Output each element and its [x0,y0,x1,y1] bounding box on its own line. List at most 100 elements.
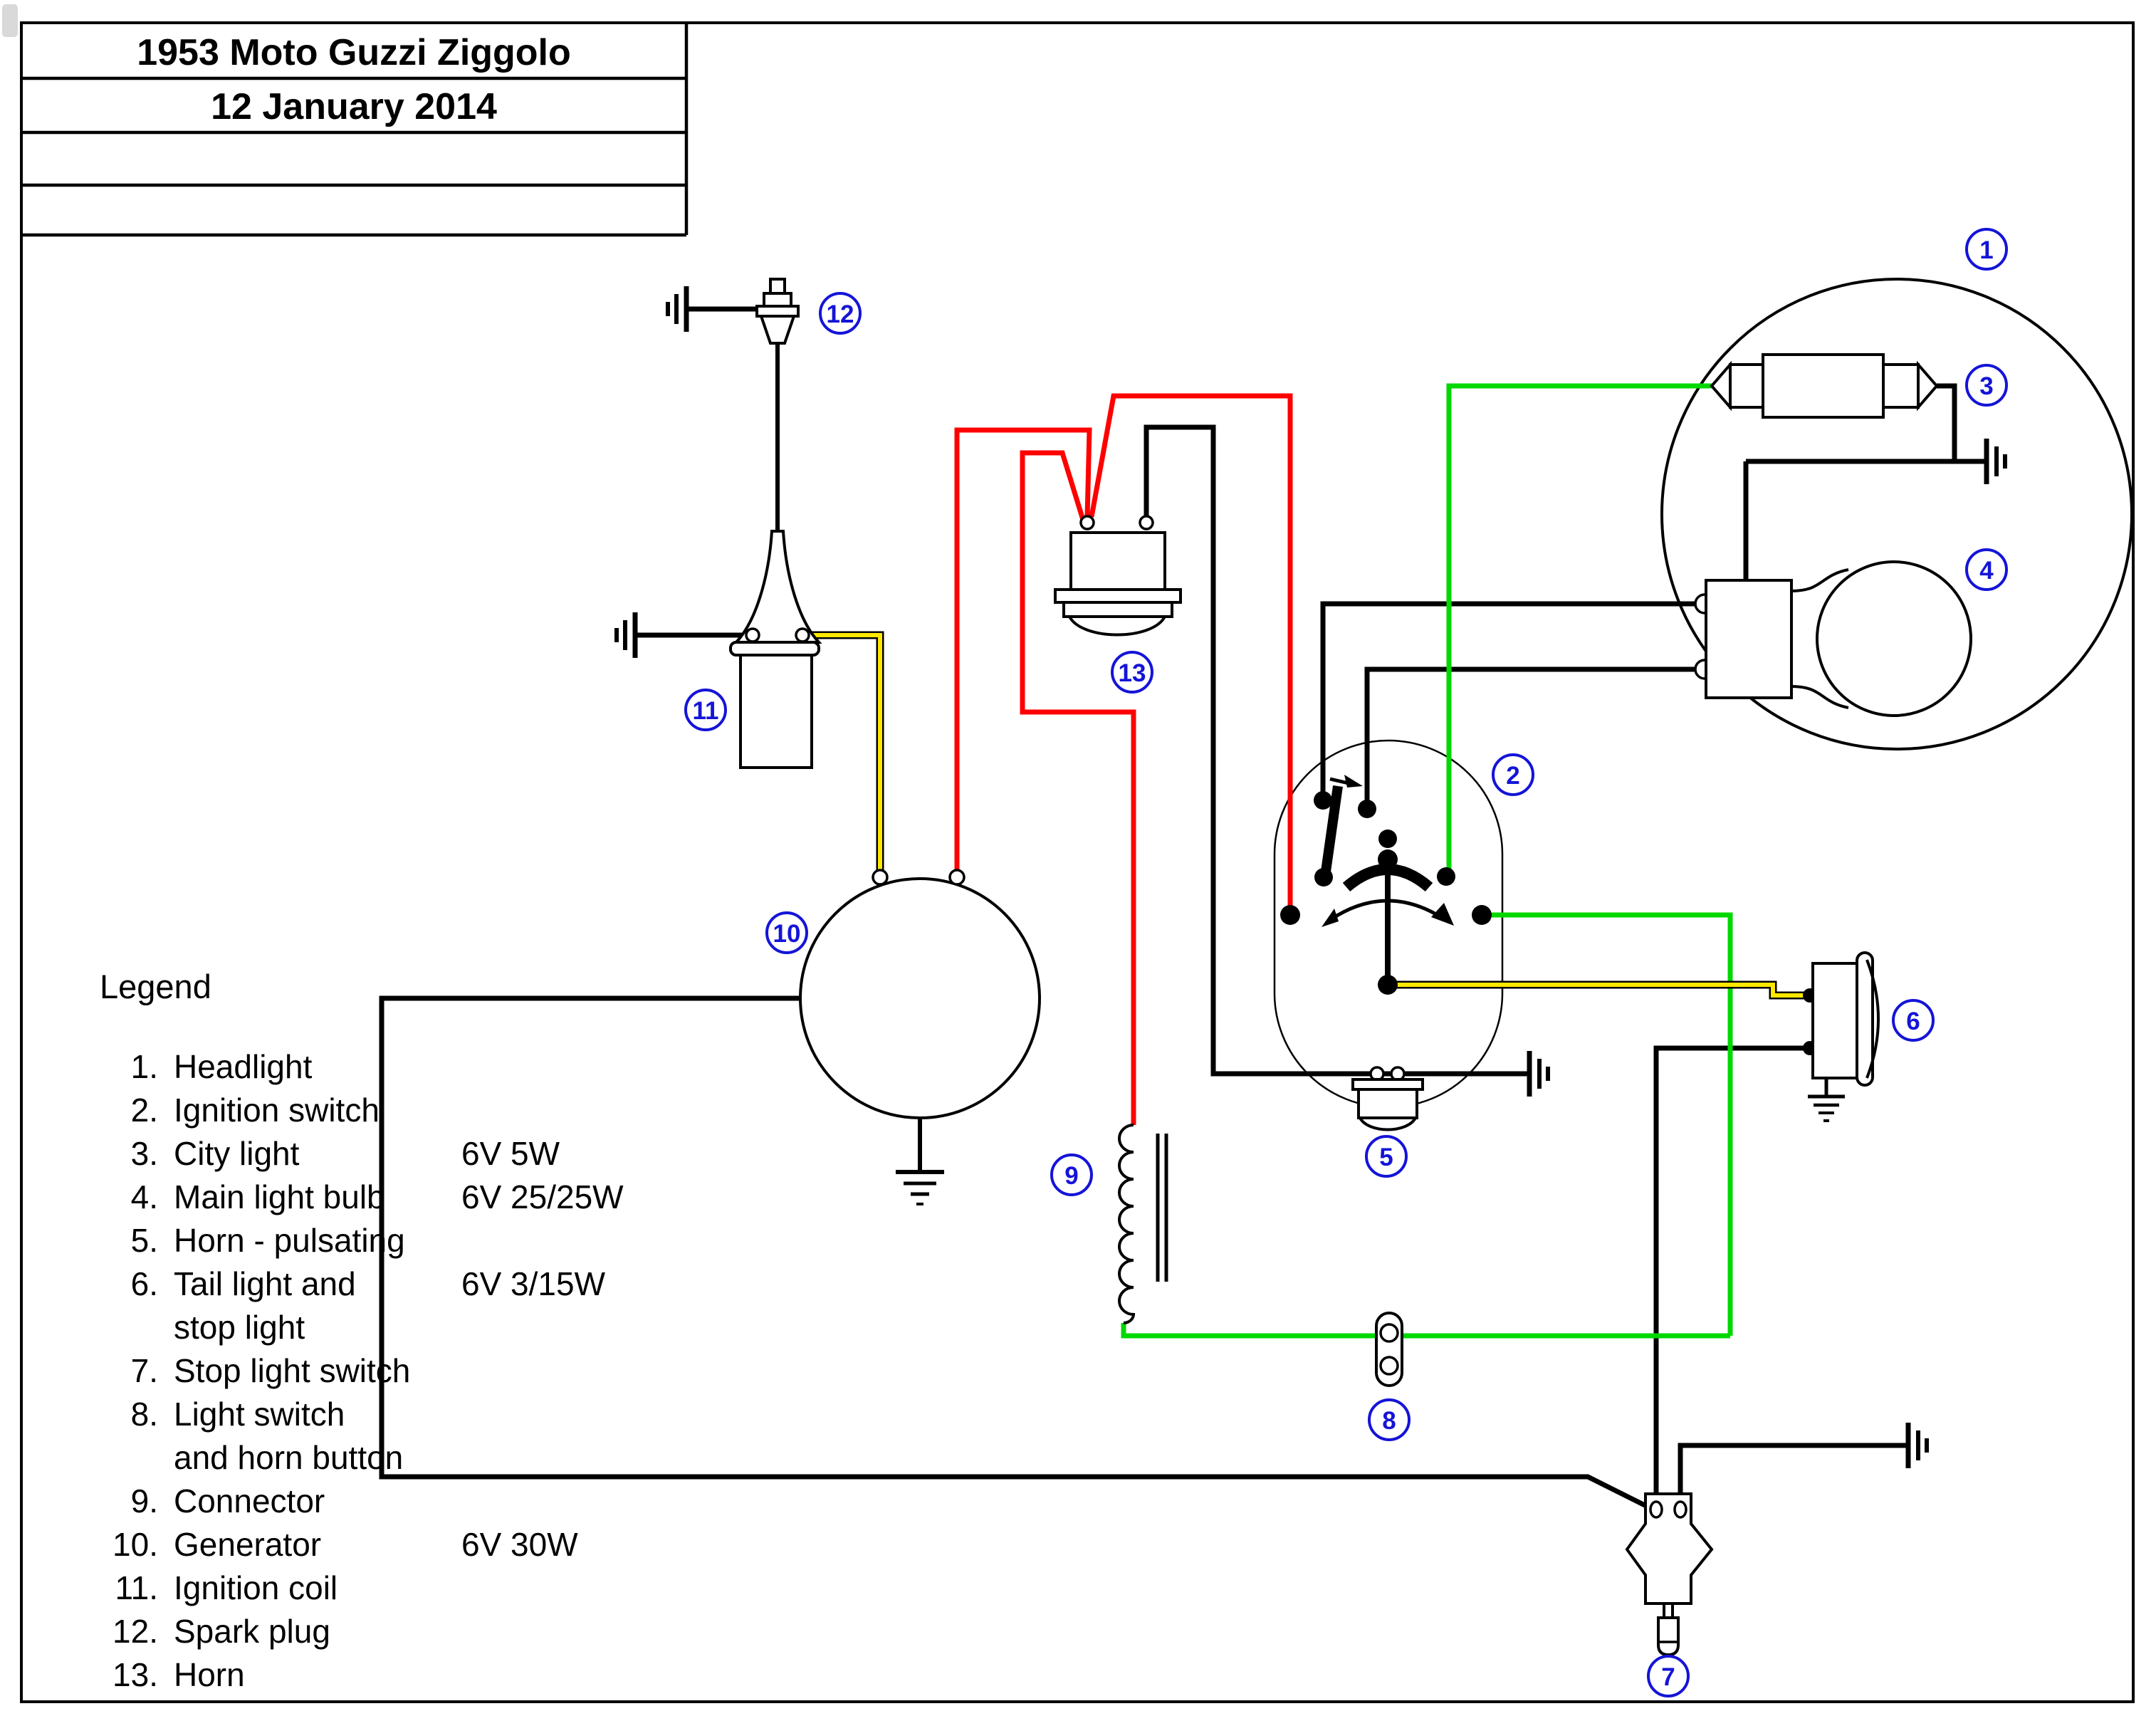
switch-rotate-arrowhead-right [1431,903,1454,926]
wire-horn-to-connector [1020,450,1136,1125]
wire-horn-to-pulsehorn-ground [1144,424,1529,1077]
legend-item-1: 1. Headlight [131,1048,313,1085]
svg-text:6V 25/25W: 6V 25/25W [461,1178,624,1215]
lightswitch-contact-top [1379,1323,1399,1343]
svg-text:13: 13 [1119,659,1146,687]
ground-generator [896,1170,944,1205]
stopswitch-terminal-left [1649,1500,1663,1519]
light-switch-horn-button [1375,1312,1403,1387]
horn [1054,515,1182,637]
city-light [1710,353,1939,419]
wire-generator-to-horn [954,427,1092,872]
svg-text:11: 11 [693,697,719,725]
yellow-wires [809,631,1804,1000]
svg-text:1: 1 [1979,236,1993,264]
ground-sparkplug [666,286,689,332]
svg-text:Horn: Horn [174,1656,245,1693]
ignition-coil [729,530,822,769]
svg-text:Tail light and: Tail light and [174,1265,356,1302]
svg-text:Horn - pulsating: Horn - pulsating [174,1222,405,1259]
svg-text:2.: 2. [131,1092,158,1129]
badge-6: 6 [1892,999,1935,1042]
connector-coil [1118,1124,1136,1324]
svg-text:7.: 7. [131,1352,158,1389]
svg-text:1.: 1. [131,1048,158,1085]
svg-text:2: 2 [1506,762,1519,790]
badge-8: 8 [1368,1398,1411,1441]
legend-item-11: 11.Ignition coil [115,1569,337,1606]
badge-10: 10 [765,911,808,954]
switch-contact-green [1472,905,1492,925]
legend-item-7: 7.Stop light switch [131,1352,411,1389]
coil-terminal-ground [745,627,760,643]
wire-switch-to-bulb-high [1320,601,1697,800]
svg-text:Main light bulb: Main light bulb [174,1178,385,1215]
ground-headlight [1984,439,2007,484]
svg-text:and horn button: and horn button [174,1439,403,1476]
connector [1118,1124,1168,1324]
svg-text:8.: 8. [131,1396,158,1433]
svg-text:9.: 9. [131,1482,158,1519]
legend-item-5: 5.Horn - pulsating [131,1222,405,1259]
svg-text:10.: 10. [112,1526,158,1563]
horn-terminal-left [1079,515,1095,530]
stop-light-switch [1625,1492,1714,1657]
main-light-bulb [1694,560,1972,717]
legend-item-9: 9.Connector [131,1482,325,1519]
svg-text:9: 9 [1064,1162,1078,1190]
svg-text:3: 3 [1979,372,1993,400]
wire-connector-to-lightswitch [1121,1323,1730,1339]
svg-text:6V 3/15W: 6V 3/15W [461,1265,606,1302]
switch-lever-arrow-shaft [1329,777,1349,785]
switch-rotate-arc [1329,899,1447,922]
wire-citylight-to-switch [1446,383,1712,877]
headlight-group [1694,353,1972,717]
wire-switch-to-lightswitch [1482,912,1733,1336]
bulb-socket [1705,579,1793,699]
svg-text:11.: 11. [115,1569,158,1606]
headlight-shell [1660,278,2133,750]
svg-text:Headlight: Headlight [174,1048,313,1085]
ground-pulsehorn [1527,1051,1550,1097]
component-badges: 1 2 3 4 5 6 7 8 9 10 11 12 13 [684,228,2008,1697]
wire-switch-to-bulb-low [1364,666,1697,809]
ground-stopswitch [1905,1423,1929,1468]
wire-generator-to-stopswitch [379,995,1658,1514]
switch-contact-yellow [1378,975,1398,995]
svg-text:12: 12 [827,300,854,328]
generator-terminals [872,869,966,886]
badge-13: 13 [1111,651,1153,694]
generator-terminal-yellow [872,869,889,886]
switch-contact-citylight [1437,867,1455,886]
svg-text:7: 7 [1661,1663,1675,1691]
drawing-date: 12 January 2014 [211,86,497,127]
svg-text:4: 4 [1979,557,1994,585]
svg-text:6: 6 [1906,1008,1920,1035]
svg-text:6V 30W: 6V 30W [461,1526,578,1563]
drawing-title: 1953 Moto Guzzi Ziggolo [137,32,571,73]
ground-taillight [1808,1078,1845,1122]
red-wires [954,393,1293,1125]
switch-contacts [1280,791,1492,995]
switch-lever [1321,785,1343,872]
legend: Legend 1.Headlight 2.Ignition switch 3.C… [100,968,624,1693]
spark-plug [755,278,800,345]
svg-text:5: 5 [1379,1144,1393,1171]
svg-text:6.: 6. [131,1265,158,1302]
horn-terminal-right [1139,515,1154,530]
wire-coil-to-generator [809,633,882,872]
badge-7: 7 [1647,1655,1690,1697]
green-wires [1121,383,1733,1339]
lightswitch-contact-bottom [1379,1356,1399,1376]
legend-item-8: 8. Light switch and horn button [131,1396,404,1476]
wire-citylight-lead [1937,383,1957,461]
svg-text:Light switch: Light switch [174,1396,345,1433]
switch-lever-arrowhead [1344,775,1363,788]
title-block: 1953 Moto Guzzi Ziggolo 12 January 2014 [21,23,689,237]
switch-contact-bulb-high [1314,791,1332,810]
